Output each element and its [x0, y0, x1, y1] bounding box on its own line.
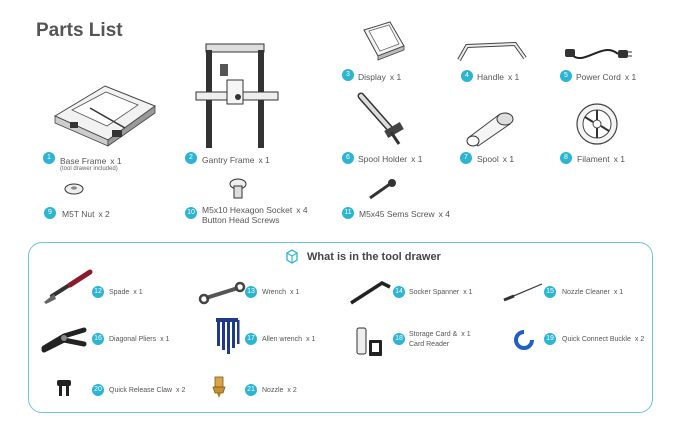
storage-card-illustration: [356, 327, 382, 356]
tool-badge-21: 21: [245, 384, 257, 396]
part-badge-4: 4: [461, 70, 473, 82]
handle-illustration: [457, 41, 527, 61]
m5x10-screw-illustration: [229, 178, 247, 199]
spool-illustration: [466, 112, 514, 147]
tool-drawer-title: What is in the tool drawer: [307, 251, 441, 263]
tool-badge-18: 18: [393, 333, 405, 345]
part-badge-1: 1: [43, 152, 55, 164]
tool-badge-16: 16: [92, 333, 104, 345]
gantry-frame-illustration: [195, 43, 279, 148]
power-cord-illustration: [565, 48, 632, 60]
tool-badge-15: 15: [544, 286, 556, 298]
tool-badge-20: 20: [92, 384, 104, 396]
spool-holder-illustration: [357, 92, 404, 145]
quick-release-claw-illustration: [57, 380, 71, 396]
m5t-nut-illustration: [64, 183, 84, 195]
socket-spanner-illustration: [350, 280, 391, 305]
nozzle-illustration: [212, 376, 226, 398]
tool-label-18-line2: Card Reader: [409, 341, 450, 348]
spade-illustration: [44, 269, 93, 304]
quick-connect-buckle-illustration: [514, 330, 534, 350]
filament-illustration: [576, 103, 618, 145]
tool-badge-14: 14: [393, 286, 405, 298]
part-badge-7: 7: [460, 152, 472, 164]
display-illustration: [363, 21, 405, 61]
tool-badge-13: 13: [245, 286, 257, 298]
nozzle-cleaner-illustration: [503, 283, 543, 302]
wrench-illustration: [198, 281, 246, 305]
part-badge-6: 6: [342, 152, 354, 164]
page-title: Parts List: [36, 20, 123, 41]
tool-badge-17: 17: [245, 333, 257, 345]
tool-drawer-panel: [28, 242, 653, 413]
part-label-10-line2: Button Head Screws: [202, 215, 280, 225]
part-note-1: (tool drawer included): [60, 166, 118, 172]
diagonal-pliers-illustration: [41, 327, 87, 353]
tool-label-18: Storage Card &x 1: [409, 331, 471, 338]
part-badge-5: 5: [560, 70, 572, 82]
part-badge-3: 3: [342, 69, 354, 81]
part-badge-8: 8: [560, 152, 572, 164]
part-badge-10: 10: [185, 207, 197, 219]
part-badge-9: 9: [44, 207, 56, 219]
allen-wrench-illustration: [216, 318, 240, 354]
part-badge-11: 11: [342, 207, 354, 219]
part-badge-2: 2: [185, 152, 197, 164]
tool-drawer-icon: [286, 249, 298, 264]
tool-badge-12: 12: [92, 286, 104, 298]
tool-badge-19: 19: [544, 333, 556, 345]
m5x45-screw-illustration: [369, 179, 396, 200]
base-frame-illustration: [53, 85, 157, 147]
